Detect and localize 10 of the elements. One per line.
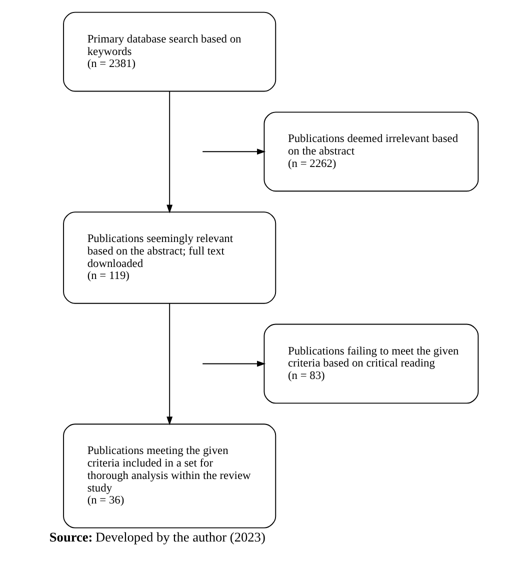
arrow [202,148,266,155]
node-box: Publications meeting the given criteria included in a set for thorough analysis within the review study (n = 36) [63,424,276,528]
caption: Source: Developed by the author (2023) [49,529,266,544]
node-box: Primary database search based on keywords (n = 2381) [63,12,276,92]
node-box: Publications failing to meet the given criteria based on critical reading (n = 83) [264,324,479,404]
node-box: Publications deemed irrelevant based on the abstract (n = 2262) [264,112,479,192]
arrow [166,90,173,214]
arrow [166,303,173,426]
arrow [202,360,266,367]
node-box: Publications seemingly relevant based on the abstract; full text downloaded (n = 119) [63,212,276,304]
